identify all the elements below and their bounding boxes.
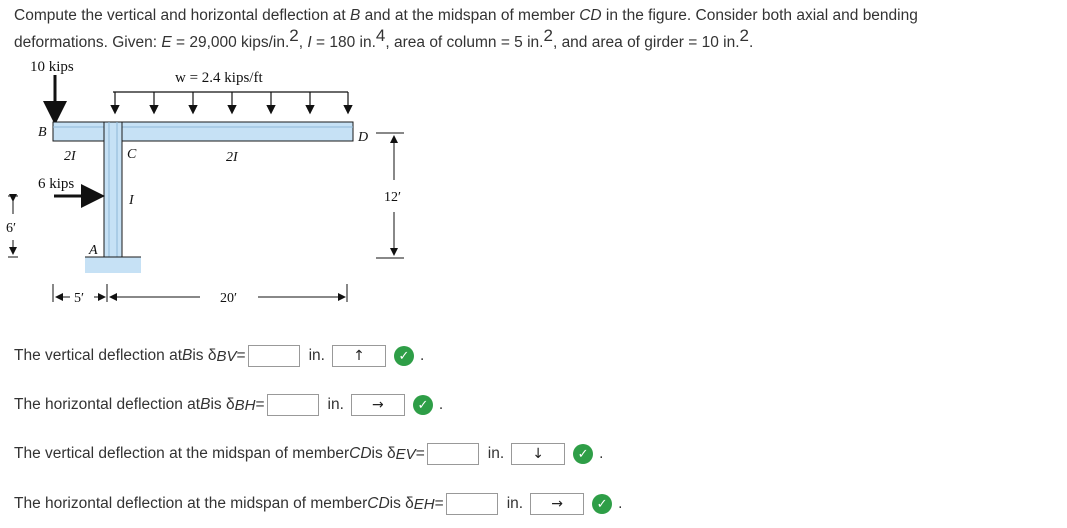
direction-select-bh[interactable]: → (350, 394, 405, 416)
load-6-kips-label: 6 kips (38, 176, 74, 192)
answer-input-bh[interactable] (266, 394, 319, 416)
joint-label-a: A (88, 243, 98, 258)
problem-statement: Compute the vertical and horizontal defl… (14, 2, 1059, 56)
girder-mid-inertia-label: 2I (226, 150, 239, 165)
answer-input-bv[interactable] (247, 345, 300, 367)
load-10-kips-label: 10 kips (30, 59, 74, 75)
problem-line-1: Compute the vertical and horizontal defl… (14, 7, 918, 24)
question-horizontal-midspan: The horizontal deflection at the midspan… (14, 491, 622, 517)
joint-label-c: C (127, 147, 137, 162)
girder-left-inertia-label: 2I (64, 149, 77, 164)
correct-check-icon: ✓ (393, 346, 414, 366)
problem-line-2: deformations. Given: E = 29,000 kips/in.… (14, 25, 754, 51)
dimension-12ft (376, 132, 404, 259)
question-vertical-midspan: The vertical deflection at the midspan o… (14, 441, 603, 467)
unit-label: in. (327, 396, 344, 413)
dimension-5ft-label: 5′ (74, 291, 84, 306)
direction-select-eh[interactable]: → (530, 493, 585, 515)
unit-label: in. (487, 445, 505, 462)
answer-input-eh[interactable] (445, 493, 498, 515)
dimension-horizontal (52, 284, 348, 302)
dimension-6ft (8, 194, 18, 258)
unit-label: in. (308, 347, 325, 364)
dimension-6ft-label: 6′ (6, 221, 16, 236)
column-member (103, 121, 123, 258)
girder-member (52, 121, 354, 142)
unit-label: in. (506, 495, 524, 512)
joint-label-b: B (38, 125, 47, 140)
fixed-support-base (85, 257, 141, 273)
correct-check-icon: ✓ (412, 395, 433, 415)
distributed-load-arrows (110, 92, 353, 115)
frame-figure: 10 kips w = 2.4 kips/ft B D C A 2I 2I I … (6, 59, 404, 306)
dimension-20ft-label: 20′ (220, 291, 237, 306)
direction-select-ev[interactable]: ↓ (511, 443, 566, 465)
correct-check-icon: ✓ (592, 494, 613, 514)
direction-select-bv[interactable]: ↑ (331, 345, 386, 367)
dimension-12ft-label: 12′ (384, 190, 401, 205)
correct-check-icon: ✓ (573, 444, 594, 464)
column-inertia-label: I (128, 193, 135, 208)
answer-input-ev[interactable] (426, 443, 479, 465)
joint-label-d: D (357, 130, 368, 145)
distributed-load-label: w = 2.4 kips/ft (175, 70, 263, 86)
